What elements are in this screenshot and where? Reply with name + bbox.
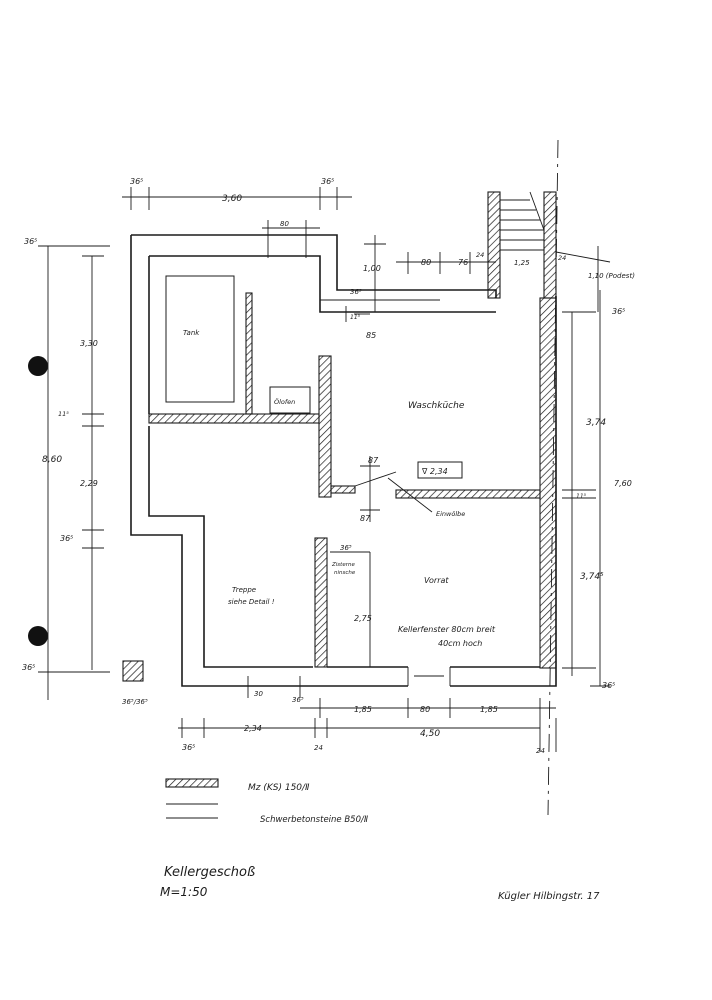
drain-arrow (387, 477, 433, 513)
dim-right-374: 3,74 (586, 418, 606, 428)
room-label-tank: Tank (183, 329, 200, 337)
dim-top-24a: 24 (476, 251, 484, 259)
dim-mid-115: 11⁵ (350, 314, 361, 321)
outer-wall-outside (131, 234, 497, 298)
dim-bot-185b: 1,85 (480, 705, 498, 714)
dim-podest: 1,10 (Podest) (588, 272, 635, 280)
dim-left-860: 8,60 (42, 455, 62, 465)
dim-bot-450: 4,50 (420, 729, 440, 739)
level-mark-box (417, 461, 463, 479)
dim-left-229: 2,29 (80, 479, 98, 488)
dim-mid-85: 85 (366, 331, 376, 340)
drawing-address: Kügler Hilbingstr. 17 (498, 891, 600, 902)
right-wall-hatched (539, 297, 557, 669)
dim-bot-24b: 24 (536, 747, 545, 755)
room-label-stairs-1: Treppe (232, 586, 256, 594)
stair-wall-right (543, 191, 557, 299)
inner-left-lower-face (148, 426, 313, 668)
dim-left-365-mid: 36⁵ (60, 534, 73, 543)
dim-bot-80: 80 (420, 705, 430, 714)
dim-right-3745: 3,74⁵ (580, 572, 604, 582)
dim-left-365-bot: 36⁵ (22, 663, 35, 672)
dim-top-365-right: 36⁵ (321, 177, 334, 186)
dim-top-365-left: 36⁵ (130, 177, 143, 186)
dim-bot-30: 30 (254, 690, 263, 698)
dim-left-115: 11⁵ (58, 410, 69, 418)
dim-right-760: 7,60 (614, 479, 632, 488)
dim-right-365: 36⁵ (612, 307, 625, 316)
boiler-outline (269, 386, 311, 414)
partition-wall-stub (330, 485, 356, 494)
dim-top-100: 1,00 (363, 264, 381, 273)
dim-pillar: 36⁵/36⁵ (122, 698, 148, 706)
dim-right-365-bot: 36⁵ (602, 681, 615, 690)
room-label-laundry: Waschküche (408, 401, 465, 411)
binder-hole-bottom (28, 626, 48, 646)
tank-room-wall (148, 413, 320, 424)
stair-partition-wall (314, 537, 328, 668)
binder-hole-top (28, 356, 48, 376)
dim-mid-365: 36⁵ (350, 288, 362, 296)
tank-outline (165, 275, 235, 403)
partition-wall-vertical-upper (318, 355, 332, 498)
dim-door-87b: 87 (360, 514, 371, 523)
window-note-1: Kellerfenster 80cm breit (398, 625, 496, 634)
dim-bot-185a: 1,85 (354, 705, 372, 714)
legend-hatched-text: Mz (KS) 150/Ⅱ (248, 783, 310, 793)
dim-niche-365: 36⁵ (340, 544, 352, 552)
room-label-pantry: Vorrat (424, 576, 449, 585)
pantry-wall (395, 489, 541, 499)
dim-door-87a: 87 (368, 456, 379, 465)
dim-bot-24a: 24 (314, 744, 323, 752)
dim-top-76: 76 (458, 258, 468, 267)
drawing-scale: M=1:50 (160, 885, 208, 899)
outer-wall-inside (149, 255, 496, 313)
drawing-title: Kellergeschoß (164, 865, 255, 880)
dim-top-24b: 24 (558, 254, 566, 262)
dim-top-360: 3,60 (222, 194, 242, 204)
room-label-niche-2: ninsche (334, 570, 356, 576)
window-opening (407, 667, 451, 686)
dimension-lines (38, 187, 611, 752)
dim-bot-365b: 36⁵ (182, 743, 195, 752)
stair-treads (500, 191, 545, 251)
window-note-2: 40cm hoch (438, 639, 482, 648)
door-swing (354, 471, 397, 487)
dim-left-330: 3,30 (80, 339, 98, 348)
level-mark-text: ∇ 2,34 (421, 467, 448, 476)
axis-line (547, 139, 559, 816)
stair-wall-left (487, 191, 501, 299)
outer-wall-left-upper (130, 235, 408, 687)
dim-top-80b: 80 (421, 258, 431, 267)
pillar (122, 660, 144, 682)
legend-hatch-swatch (165, 778, 219, 788)
dim-h-275: 2,75 (354, 614, 372, 623)
dim-right-115: 11⁵ (576, 493, 587, 500)
dim-bot-365: 36⁵ (292, 696, 304, 704)
legend-plain-text: Schwerbetonsteine B50/Ⅱ (260, 815, 368, 825)
room-label-niche-1: Zisterne (331, 562, 355, 568)
drain-label: Einwölbe (436, 510, 465, 518)
dimension-texts: 36⁵ 3,60 36⁵ 80 1,00 80 76 24 1,25 24 1,… (22, 177, 635, 755)
room-label-boiler: Ölofen (274, 397, 295, 406)
dim-top-80: 80 (280, 220, 289, 228)
dim-bot-234: 2,34 (244, 724, 262, 733)
dim-top-125: 1,25 (514, 259, 530, 267)
tank-partition (245, 292, 253, 415)
room-label-stairs-2: siehe Detail ! (228, 598, 275, 606)
dim-left-365-top: 36⁵ (24, 237, 37, 246)
